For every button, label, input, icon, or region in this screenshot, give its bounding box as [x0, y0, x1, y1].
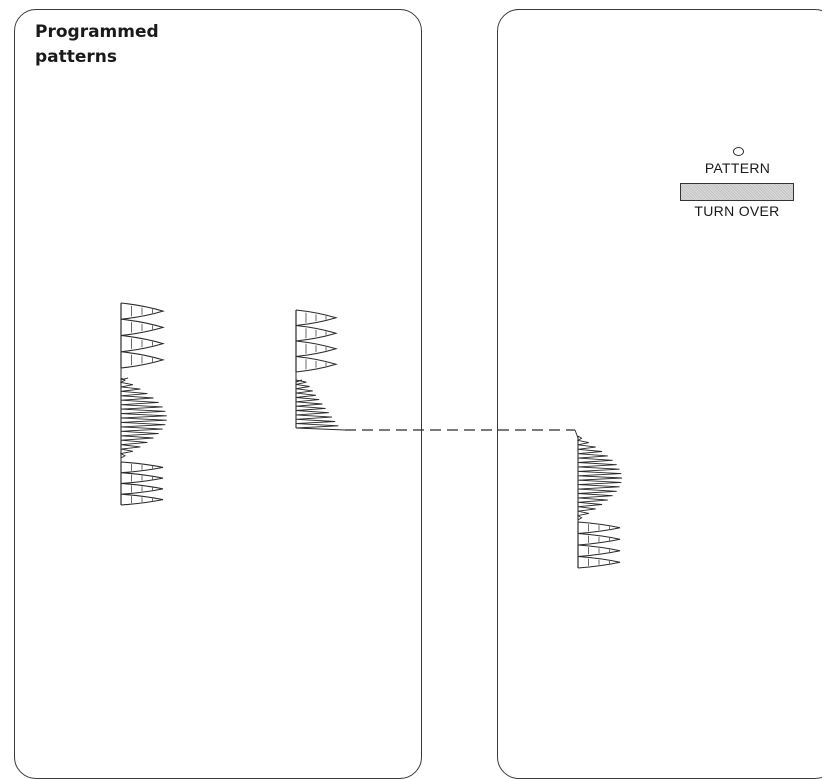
programmed-patterns-heading: Programmed patterns: [35, 20, 255, 70]
pattern-label: PATTERN: [704, 160, 771, 176]
pattern-turn-over-button[interactable]: [680, 183, 794, 201]
title-line-1: Programmed: [35, 22, 159, 42]
turn-over-label: TURN OVER: [694, 203, 780, 219]
left-panel: [14, 9, 422, 779]
right-panel: [497, 9, 822, 779]
title-line-2: patterns: [35, 47, 118, 67]
circle-indicator-icon: [733, 147, 744, 156]
